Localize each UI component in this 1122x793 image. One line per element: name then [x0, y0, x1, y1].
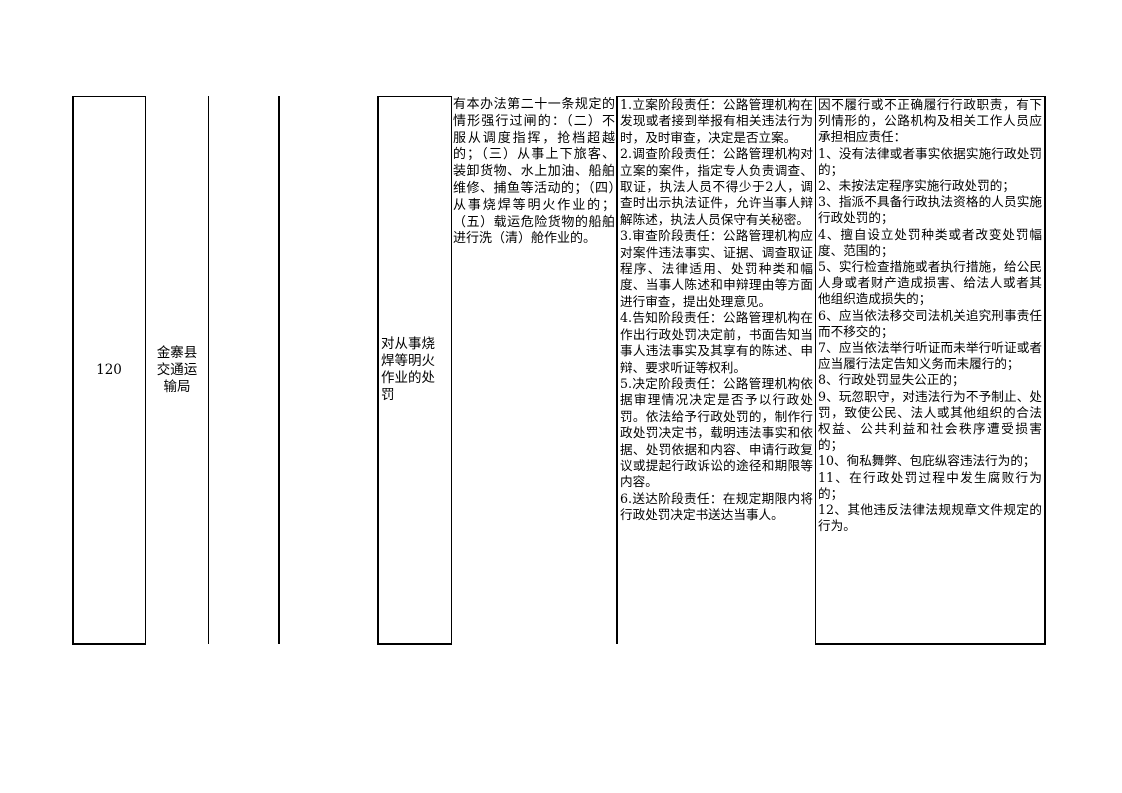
table-border-top-a: [72, 96, 146, 97]
duty-item-4: 4.告知阶段责任：公路管理机构在作出行政处罚决定前，书面告知当事人违法事实及其享…: [620, 310, 813, 375]
accountability-item-6: 6、应当依法移交司法机关追究刑事责任而不移交的；: [818, 307, 1042, 339]
accountability-item-5: 5、实行检查措施或者执行措施，给公民人身或者财产造成损害、给法人或者其他组织造成…: [818, 259, 1042, 307]
accountability-item-3: 3、指派不具备行政执法资格的人员实施行政处罚的；: [818, 194, 1042, 226]
department-name: 金寨县交通运输局: [156, 344, 198, 395]
accountability-intro: 因不履行或不正确履行行政职责，有下列情形的，公路机构及相关工作人员应承担相应责任…: [818, 97, 1042, 145]
table-border-bottom-a: [72, 643, 146, 645]
cell-accountability: 因不履行或不正确履行行政职责，有下列情形的，公路机构及相关工作人员应承担相应责任…: [818, 97, 1042, 642]
col-divider-3: [278, 96, 280, 644]
accountability-item-7: 7、应当依法举行听证而未举行听证或者应当履行法定告知义务而未履行的；: [818, 340, 1042, 372]
duty-item-5: 5.决定阶段责任：公路管理机构依据审理情况决定是否予以行政处罚。依法给予行政处罚…: [620, 375, 813, 490]
accountability-item-11: 11、在行政处罚过程中发生腐败行为的；: [818, 469, 1042, 501]
col-divider-2: [208, 96, 209, 644]
table-border-bottom-c: [815, 643, 1046, 645]
duty-item-3: 3.审查阶段责任：公路管理机构应对案件违法事实、证据、调查取证程序、法律适用、处…: [620, 228, 813, 309]
accountability-item-9: 9、玩忽职守，对违法行为不予制止、处罚，致使公民、法人或其他组织的合法权益、公共…: [818, 388, 1042, 453]
accountability-item-2: 2、未按法定程序实施行政处罚的；: [818, 178, 1015, 194]
cell-seq: 120: [73, 97, 145, 643]
cell-duties: 1.立案阶段责任：公路管理机构在发现或者接到举报有相关违法行为时，及时审查，决定…: [620, 97, 813, 644]
cell-basis: 有本办法第二十一条规定的情形强行过闸的：（二）不服从调度指挥，抢档超越的；（三）…: [453, 97, 615, 297]
table-border-top-c: [616, 96, 1046, 97]
table-border-bottom-b: [377, 643, 452, 645]
basis-text: 有本办法第二十一条规定的情形强行过闸的：（二）不服从调度指挥，抢档超越的；（三）…: [453, 97, 615, 247]
duty-item-2: 2.调查阶段责任：公路管理机构对立案的案件，指定专人负责调查、取证，执法人员不得…: [620, 146, 813, 227]
accountability-item-10: 10、徇私舞弊、包庇纵容违法行为的；: [818, 453, 1036, 469]
col-divider-4: [377, 96, 379, 644]
item-name: 对从事烧焊等明火作业的处罚: [381, 336, 435, 403]
seq-number: 120: [96, 361, 122, 378]
table-border-top-b: [377, 96, 452, 97]
cell-item-name: 对从事烧焊等明火作业的处罚: [379, 97, 451, 643]
accountability-item-4: 4、擅自设立处罚种类或者改变处罚幅度、范围的；: [818, 226, 1042, 258]
table-border-left: [72, 96, 74, 644]
accountability-item-1: 1、没有法律或者事实依据实施行政处罚的；: [818, 145, 1042, 177]
accountability-item-12: 12、其他违反法律法规规章文件规定的行为。: [818, 502, 1042, 534]
table-border-right: [1044, 96, 1046, 644]
accountability-item-8: 8、行政处罚显失公正的；: [818, 372, 965, 388]
cell-department: 金寨县交通运输局: [150, 97, 204, 643]
duty-item-6: 6.送达阶段责任：在规定期限内将行政处罚决定书送达当事人。: [620, 490, 813, 523]
col-divider-5: [451, 96, 452, 644]
col-divider-6: [616, 96, 618, 644]
col-divider-7: [815, 96, 816, 644]
col-divider-1: [145, 96, 146, 644]
duty-item-1: 1.立案阶段责任：公路管理机构在发现或者接到举报有相关违法行为时，及时审查，决定…: [620, 97, 813, 145]
